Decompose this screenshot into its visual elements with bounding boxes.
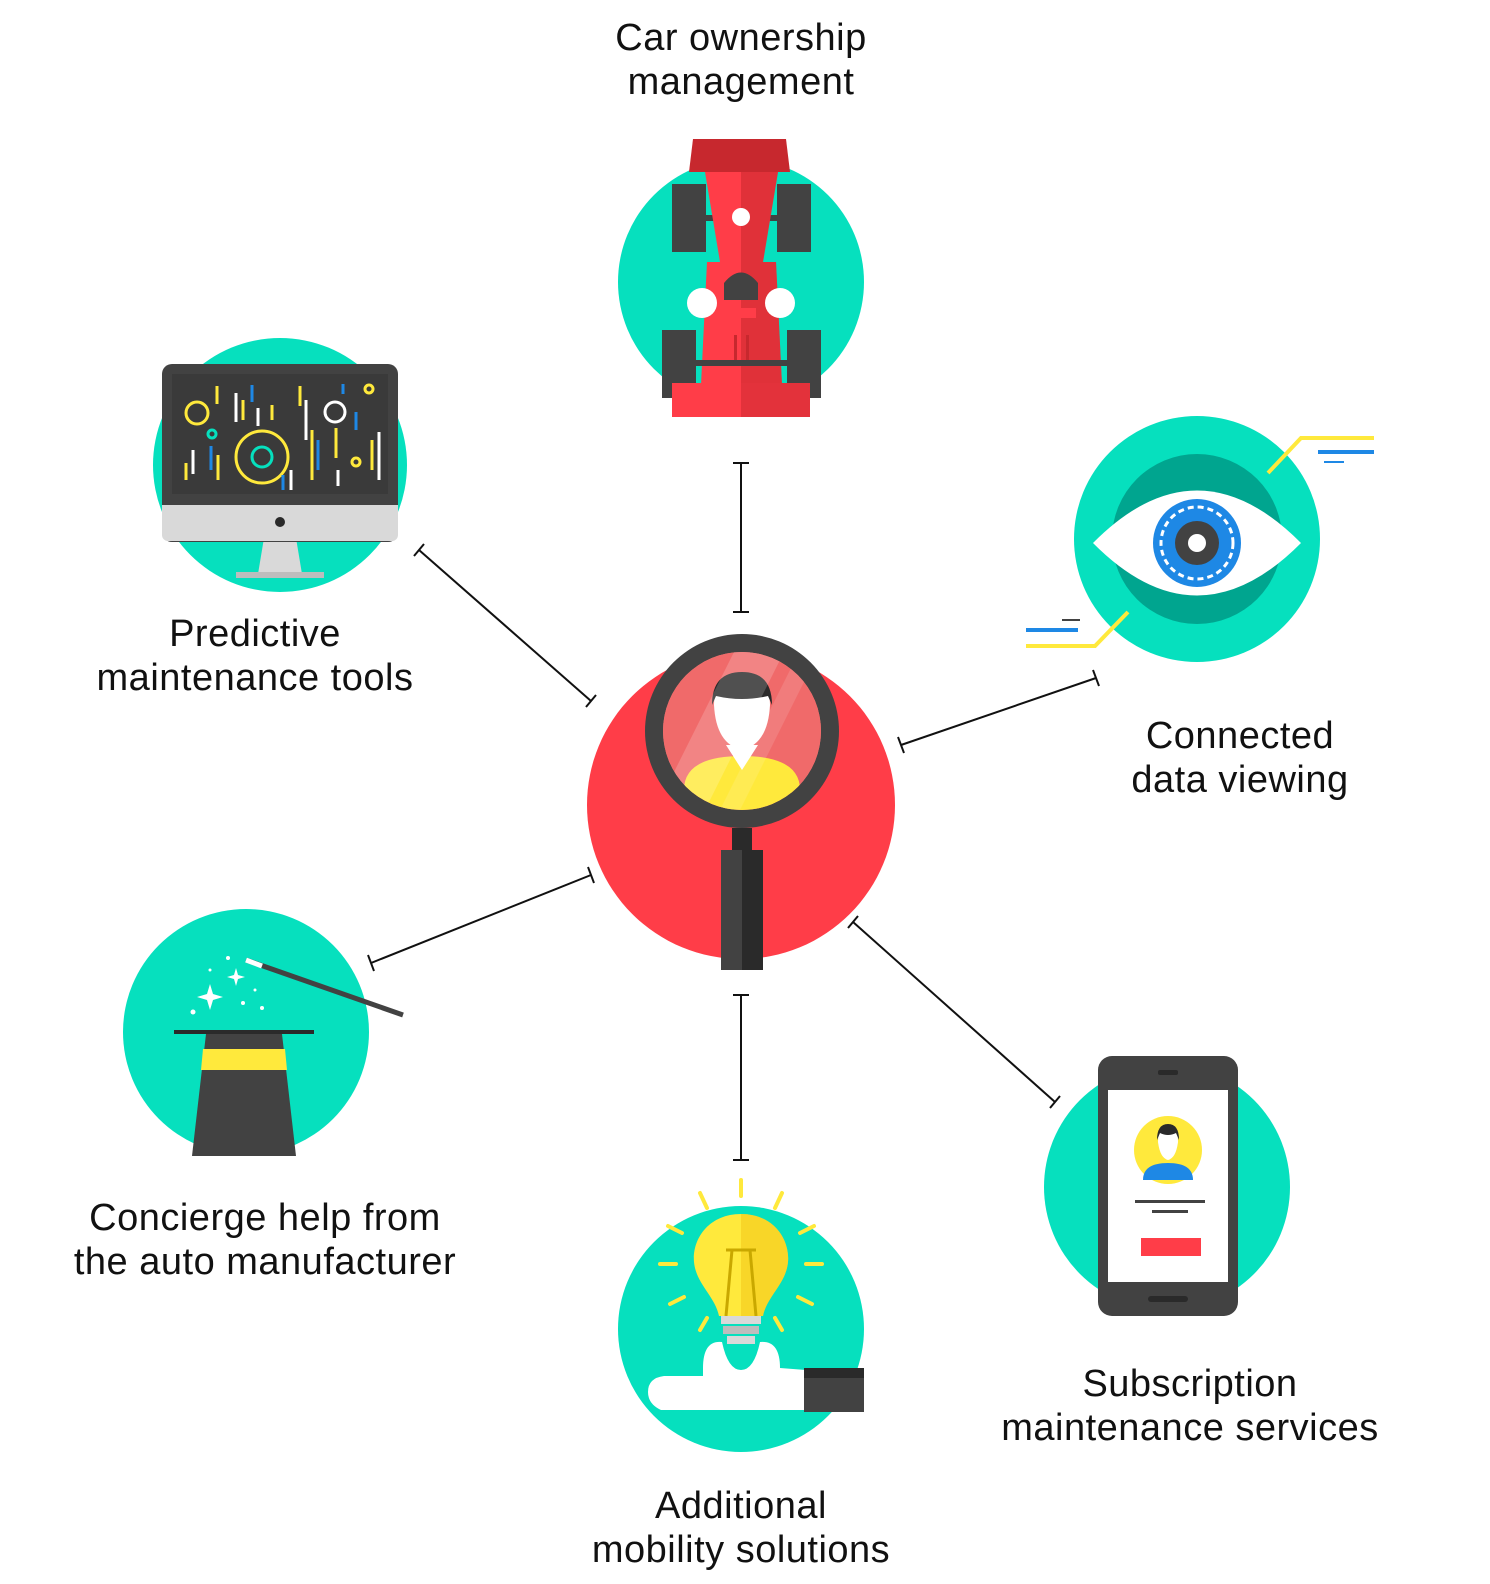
- label-line: maintenance services: [1001, 1407, 1379, 1449]
- label-line: maintenance tools: [96, 657, 414, 699]
- label-connected-data: Connected data viewing: [1040, 714, 1440, 802]
- label-line: Predictive: [169, 613, 341, 655]
- connector-car: [733, 462, 749, 613]
- label-predictive: Predictive maintenance tools: [55, 612, 455, 700]
- connector-predictive: [413, 543, 597, 708]
- label-line: management: [627, 61, 855, 103]
- connector-data: [897, 669, 1100, 754]
- label-subscription: Subscription maintenance services: [965, 1362, 1415, 1450]
- magnifier-person-icon: [587, 634, 895, 970]
- label-line: data viewing: [1131, 759, 1349, 801]
- label-line: Additional: [655, 1485, 827, 1527]
- connector-concierge: [367, 866, 595, 972]
- lightbulb-hand-icon: [618, 1178, 864, 1452]
- connector-mobility: [733, 994, 749, 1161]
- race-car-icon: [618, 139, 864, 417]
- label-line: the auto manufacturer: [73, 1241, 457, 1283]
- label-line: Subscription: [1082, 1363, 1298, 1405]
- label-line: Car ownership: [615, 17, 867, 59]
- label-line: Concierge help from: [89, 1197, 441, 1239]
- connectors: [367, 462, 1100, 1161]
- smartphone-profile-icon: [1044, 1056, 1290, 1316]
- connector-subscription: [847, 915, 1061, 1109]
- label-mobility: Additional mobility solutions: [541, 1484, 941, 1572]
- label-line: Connected: [1145, 715, 1335, 757]
- label-car-ownership: Car ownership management: [541, 16, 941, 104]
- label-line: mobility solutions: [591, 1529, 891, 1571]
- eye-icon: [1026, 416, 1374, 662]
- computer-monitor-icon: [153, 338, 407, 592]
- label-concierge: Concierge help from the auto manufacture…: [40, 1196, 490, 1284]
- magic-hat-icon: [123, 909, 404, 1156]
